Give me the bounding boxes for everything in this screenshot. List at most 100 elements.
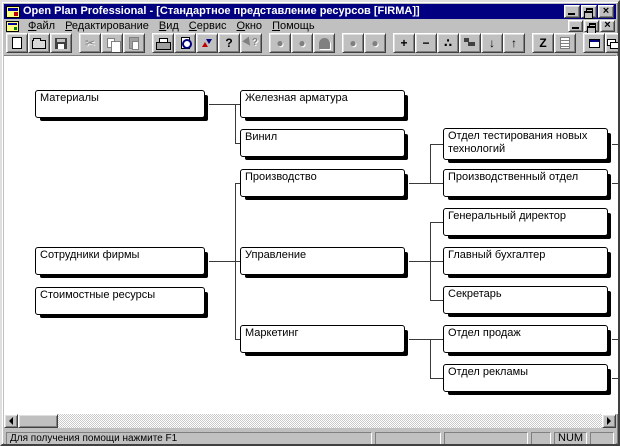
status-panel [375,431,441,444]
minimize-icon [572,27,579,29]
new-button[interactable] [6,33,28,53]
node-iron-fittings[interactable]: Железная арматура [240,90,405,118]
status-help-text: Для получения помощи нажмите F1 [6,431,372,444]
connector-line [430,378,443,379]
tile-windows-button[interactable] [583,33,605,53]
horizontal-scrollbar[interactable] [4,414,616,428]
child-restore-button[interactable] [584,20,599,34]
menu-window[interactable]: Окно [236,20,263,32]
print-button[interactable] [152,33,174,53]
node-cost-resources[interactable]: Стоимостные ресурсы [35,287,205,315]
steps-icon [464,38,476,48]
save-floppy-icon [55,37,67,49]
app-icon[interactable] [6,5,20,18]
help-button[interactable]: ? [218,33,240,53]
connector-line [235,183,236,340]
connector-line [209,104,240,105]
node-production[interactable]: Производство [240,169,405,197]
outline-button[interactable] [459,33,481,53]
circle-icon: ● [276,36,284,50]
up-down-arrows-icon [201,37,213,49]
circle-icon: ● [371,36,379,50]
menu-edit[interactable]: Редактирование [65,20,149,32]
resource-tool-1-button[interactable]: ● [269,33,291,53]
menu-file[interactable]: Файл [28,20,56,32]
resource-tool-5-button[interactable]: ● [364,33,386,53]
window-title: Open Plan Professional - [Стандартное пр… [23,5,420,17]
plus-icon: + [400,36,408,50]
connector-line [209,261,240,262]
menu-help[interactable]: Помощь [272,20,315,32]
move-up-button[interactable]: ↑ [503,33,525,53]
connector-line [430,222,443,223]
node-testing-dept[interactable]: Отдел тестирования новых технологий [443,128,608,160]
node-chief-accountant[interactable]: Главный бухгалтер [443,247,608,275]
arrow-question-icon [244,37,258,50]
connector-line [235,143,240,144]
title-bar: Open Plan Professional - [Стандартное пр… [4,4,616,19]
node-materials[interactable]: Материалы [35,90,205,118]
connector-line [409,261,443,262]
connector-line [235,183,240,184]
notes-page-icon [560,37,570,49]
shift-levels-button[interactable] [196,33,218,53]
zigzag-view-button[interactable]: Z [532,33,554,53]
connector-line [409,183,443,184]
status-panel [531,431,551,444]
minimize-button[interactable] [564,5,580,18]
arrange-windows-button[interactable] [605,33,618,53]
save-button[interactable] [50,33,72,53]
connector-line [409,339,443,340]
printer-icon [156,37,171,50]
node-marketing[interactable]: Маркетинг [240,325,405,353]
scrollbar-thumb[interactable] [18,414,58,428]
node-general-director[interactable]: Генеральный директор [443,208,608,236]
open-folder-icon [32,37,46,49]
notes-button[interactable] [554,33,576,53]
connector-line [430,339,431,379]
minus-icon: − [422,36,430,50]
close-button[interactable]: × [598,5,614,18]
cut-button[interactable]: ✂ [79,33,101,53]
node-vinyl[interactable]: Винил [240,129,405,157]
node-secretary[interactable]: Секретарь [443,286,608,314]
arrow-right-icon [607,417,615,425]
link-resources-button[interactable]: ∴ [437,33,459,53]
scroll-left-button[interactable] [4,414,18,428]
restore-button[interactable] [581,5,597,19]
context-help-button[interactable] [240,33,262,53]
resource-tool-4-button[interactable]: ● [342,33,364,53]
circle-icon: ● [298,36,306,50]
menu-service[interactable]: Сервис [188,20,227,32]
document-icon[interactable] [6,20,19,32]
circle-icon: ● [349,36,357,50]
menu-view[interactable]: Вид [158,20,179,32]
arrow-down-icon: ↓ [489,36,495,50]
child-minimize-button[interactable] [568,20,583,32]
resource-tool-3-button[interactable] [313,33,335,53]
node-employees[interactable]: Сотрудники фирмы [35,247,205,275]
scroll-right-button[interactable] [602,414,616,428]
connector-line [235,104,236,144]
print-preview-button[interactable] [174,33,196,53]
node-management[interactable]: Управление [240,247,405,275]
copy-button[interactable] [101,33,123,53]
add-button[interactable]: + [393,33,415,53]
paste-button[interactable] [123,33,145,53]
zigzag-icon: Z [539,36,547,50]
status-num-indicator: NUM [554,431,587,444]
open-button[interactable] [28,33,50,53]
move-down-button[interactable]: ↓ [481,33,503,53]
connector-line [612,378,618,379]
status-bar: Для получения помощи нажмите F1 NUM [4,430,616,444]
remove-button[interactable]: − [415,33,437,53]
status-panel [444,431,528,444]
child-close-button[interactable]: × [600,20,615,32]
arch-icon [318,37,330,49]
copy-icon [106,38,121,52]
node-sales-dept[interactable]: Отдел продаж [443,325,608,353]
node-advertising-dept[interactable]: Отдел рекламы [443,364,608,392]
node-production-dept[interactable]: Производственный отдел [443,169,608,197]
new-file-icon [12,37,22,49]
resource-tool-2-button[interactable]: ● [291,33,313,53]
